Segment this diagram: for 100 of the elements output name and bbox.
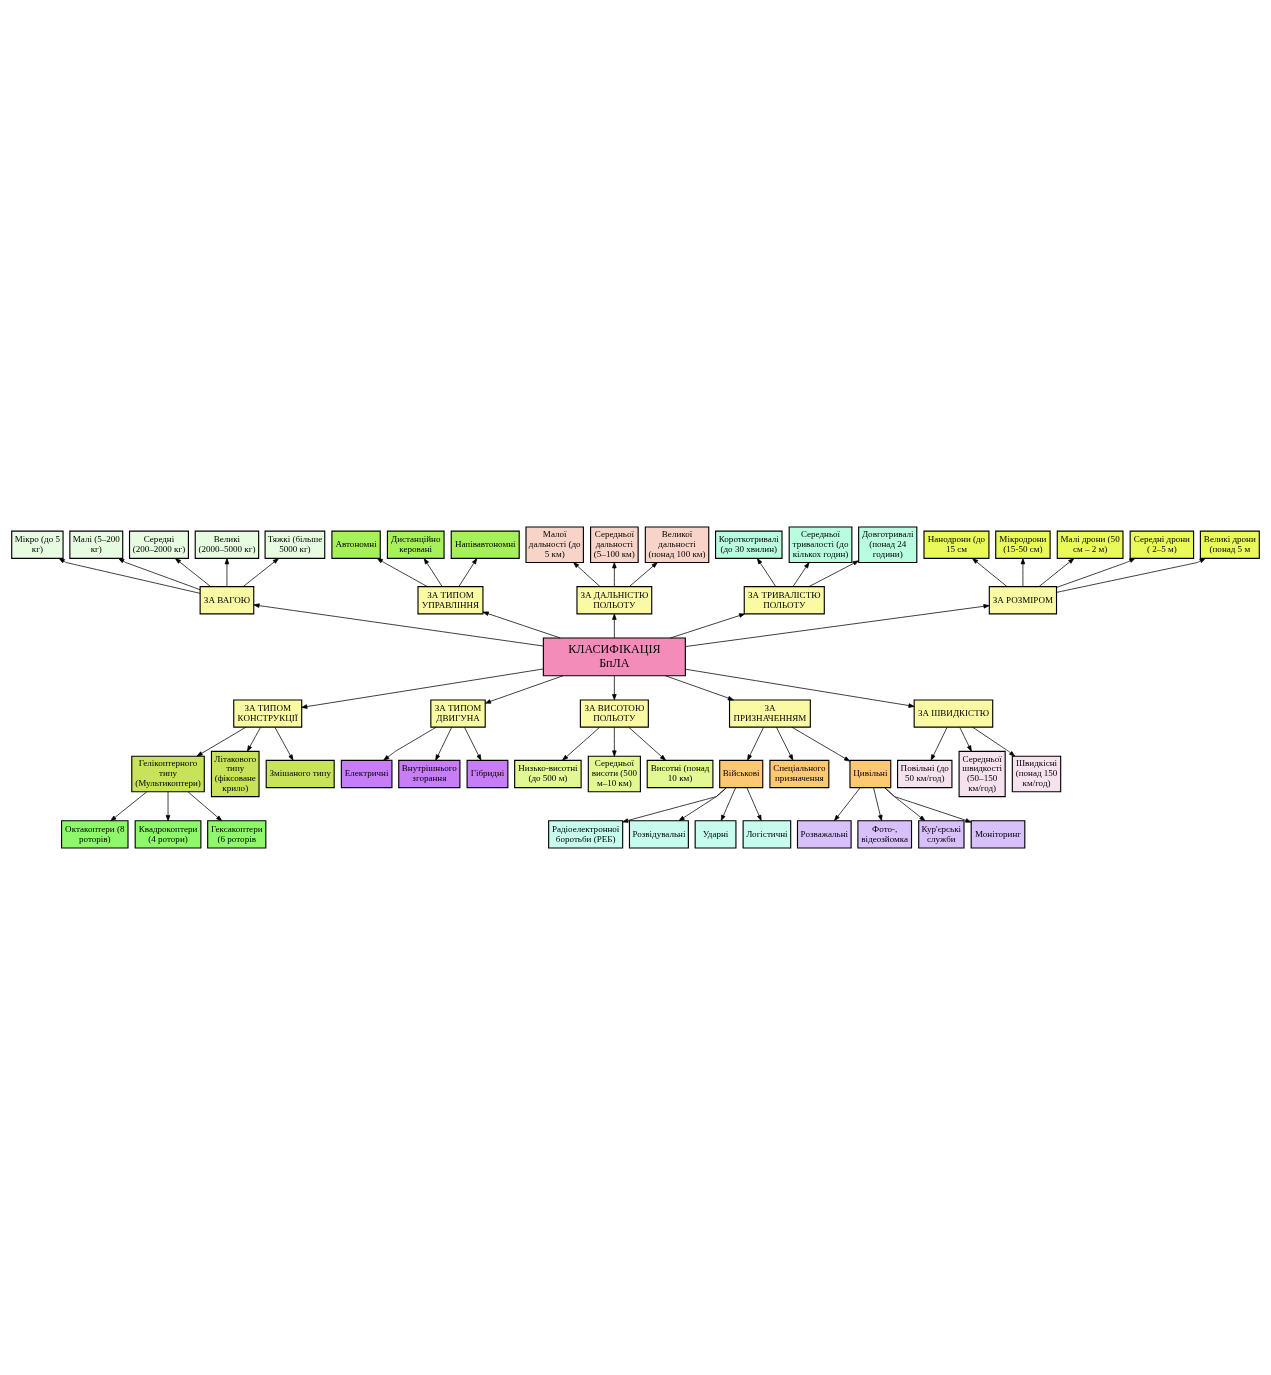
- node-box: Моніторинг: [970, 820, 1026, 849]
- arrow: [118, 558, 201, 591]
- node-box: Тяжкі (більше 5000 кг): [264, 530, 326, 559]
- node-box: Гелікоптерного типу (Мультикоптери): [131, 755, 205, 793]
- node-box: Малої дальності (до 5 км): [525, 526, 584, 564]
- arrow: [808, 560, 859, 588]
- arrow: [196, 726, 247, 757]
- arrow: [376, 558, 428, 587]
- node-box: Середньої швидкості (50–150 км/год): [958, 750, 1006, 798]
- arrow: [242, 558, 279, 587]
- node-box: ЗА ШВИДКІСТЮ: [913, 699, 994, 728]
- arrow: [464, 727, 482, 761]
- arrow: [685, 604, 990, 647]
- arrow: [665, 675, 734, 701]
- node-box: Дистанційно керовані: [386, 530, 445, 559]
- arrow: [972, 726, 1016, 757]
- arrow: [612, 727, 617, 757]
- arrow: [175, 558, 211, 587]
- node-box: ЗА ТРИВАЛІСТЮ ПОЛЬОТУ: [743, 586, 825, 615]
- node-box: Мікро (до 5 кг): [11, 530, 64, 559]
- arrow: [482, 611, 561, 639]
- node-box: Ударні: [694, 820, 737, 849]
- node-box: Розважальні: [796, 820, 852, 849]
- node-box: Літакового типу (фіксоване крило): [210, 750, 260, 798]
- node-box: Малі дрони (50 см – 2 м): [1056, 530, 1124, 559]
- arrow: [792, 562, 810, 588]
- arrow: [187, 791, 223, 822]
- node-box: Логістичні: [742, 820, 792, 849]
- arrow: [383, 726, 437, 761]
- node-box: Нанодрони (до 15 см: [923, 530, 990, 559]
- arrow: [834, 787, 861, 821]
- node-box: Малі (5–200 кг): [69, 530, 124, 559]
- arrow: [791, 726, 851, 762]
- arrow: [247, 727, 261, 752]
- arrow: [573, 562, 601, 588]
- node-box: Середні (200–2000 кг): [128, 530, 189, 559]
- node-box: Великі (2000–5000 кг): [194, 530, 260, 559]
- node-box: Швидкісні (понад 150 км/год): [1011, 755, 1062, 793]
- arrow: [301, 668, 544, 709]
- node-box: Середньої висоти (500 м–10 км): [587, 755, 641, 793]
- node-box: Гібридні: [466, 759, 509, 789]
- arrow: [1056, 558, 1206, 593]
- arrow: [930, 727, 948, 761]
- arrow: [720, 787, 736, 821]
- node-box: Кур'єрські служби: [918, 820, 965, 849]
- arrow: [58, 558, 201, 594]
- node-box: Військові: [719, 759, 764, 789]
- node-box: Квадрокоптери (4 ротори): [134, 820, 202, 849]
- arrow: [612, 613, 617, 639]
- node-box: Середньої дальності (5–100 км): [590, 526, 639, 564]
- node-box: Електричні: [340, 759, 393, 789]
- node-box: Великої дальності (понад 100 км): [644, 526, 710, 564]
- arrow: [628, 562, 658, 588]
- arrow: [224, 558, 230, 587]
- arrow: [622, 787, 727, 823]
- node-box: ЗА РОЗМІРОМ: [988, 586, 1058, 615]
- arrow: [274, 727, 294, 761]
- arrow: [612, 562, 617, 588]
- arrow: [458, 558, 478, 587]
- arrow: [746, 787, 762, 821]
- node-box: ЗА ВАГОЮ: [199, 586, 255, 615]
- node-box: Короткотривалі (до 30 хвилин): [715, 530, 783, 559]
- arrow: [484, 675, 564, 704]
- arrow: [612, 675, 617, 701]
- arrow: [884, 787, 972, 823]
- arrow: [873, 787, 883, 821]
- node-box: Мікродрони (15-50 см): [995, 530, 1051, 559]
- node-box: КЛАСИФІКАЦІЯ БпЛА: [542, 637, 686, 677]
- arrow: [757, 558, 777, 587]
- node-box: Середньої тривалості (до кількох годин): [788, 526, 853, 564]
- arrow: [972, 558, 1008, 587]
- node-box: Висотні (понад 10 км): [646, 759, 714, 789]
- arrow: [562, 727, 600, 761]
- arrow: [1056, 558, 1136, 588]
- arrow: [165, 791, 171, 822]
- arrow: [1020, 558, 1026, 587]
- node-box: Великі дрони (понад 5 м: [1199, 530, 1260, 559]
- node-box: Цивільні: [849, 759, 892, 789]
- node-box: Гексакоптери (6 роторів: [207, 820, 267, 849]
- arrow: [747, 727, 764, 761]
- node-box: ЗА ТИПОМ ДВИГУНА: [430, 699, 486, 728]
- arrow: [685, 668, 915, 708]
- node-box: Фото-, відеозйомка: [857, 820, 913, 849]
- arrow: [670, 613, 746, 639]
- arrow: [776, 727, 794, 761]
- node-box: Спеціального призначення: [769, 759, 830, 789]
- arrow: [110, 791, 148, 822]
- node-box: Внутрішнього згорання: [398, 759, 461, 789]
- node-box: Напівавтономні: [450, 530, 520, 559]
- arrow: [423, 558, 443, 587]
- node-box: Повільні (до 50 км/год): [897, 759, 953, 789]
- arrow: [253, 603, 544, 647]
- node-box: Довготривалі (понад 24 години): [858, 526, 918, 564]
- arrow: [1038, 558, 1075, 587]
- node-box: Октакоптери (8 роторів): [61, 820, 129, 849]
- node-box: ЗА ТИПОМ УПРАВЛІННЯ: [417, 586, 484, 615]
- node-box: ЗА ВИСОТОЮ ПОЛЬОТУ: [579, 699, 649, 728]
- arrow: [435, 727, 453, 761]
- node-box: ЗА ТИПОМ КОНСТРУКЦІЇ: [233, 699, 303, 728]
- node-box: Розвідувальні: [628, 820, 689, 849]
